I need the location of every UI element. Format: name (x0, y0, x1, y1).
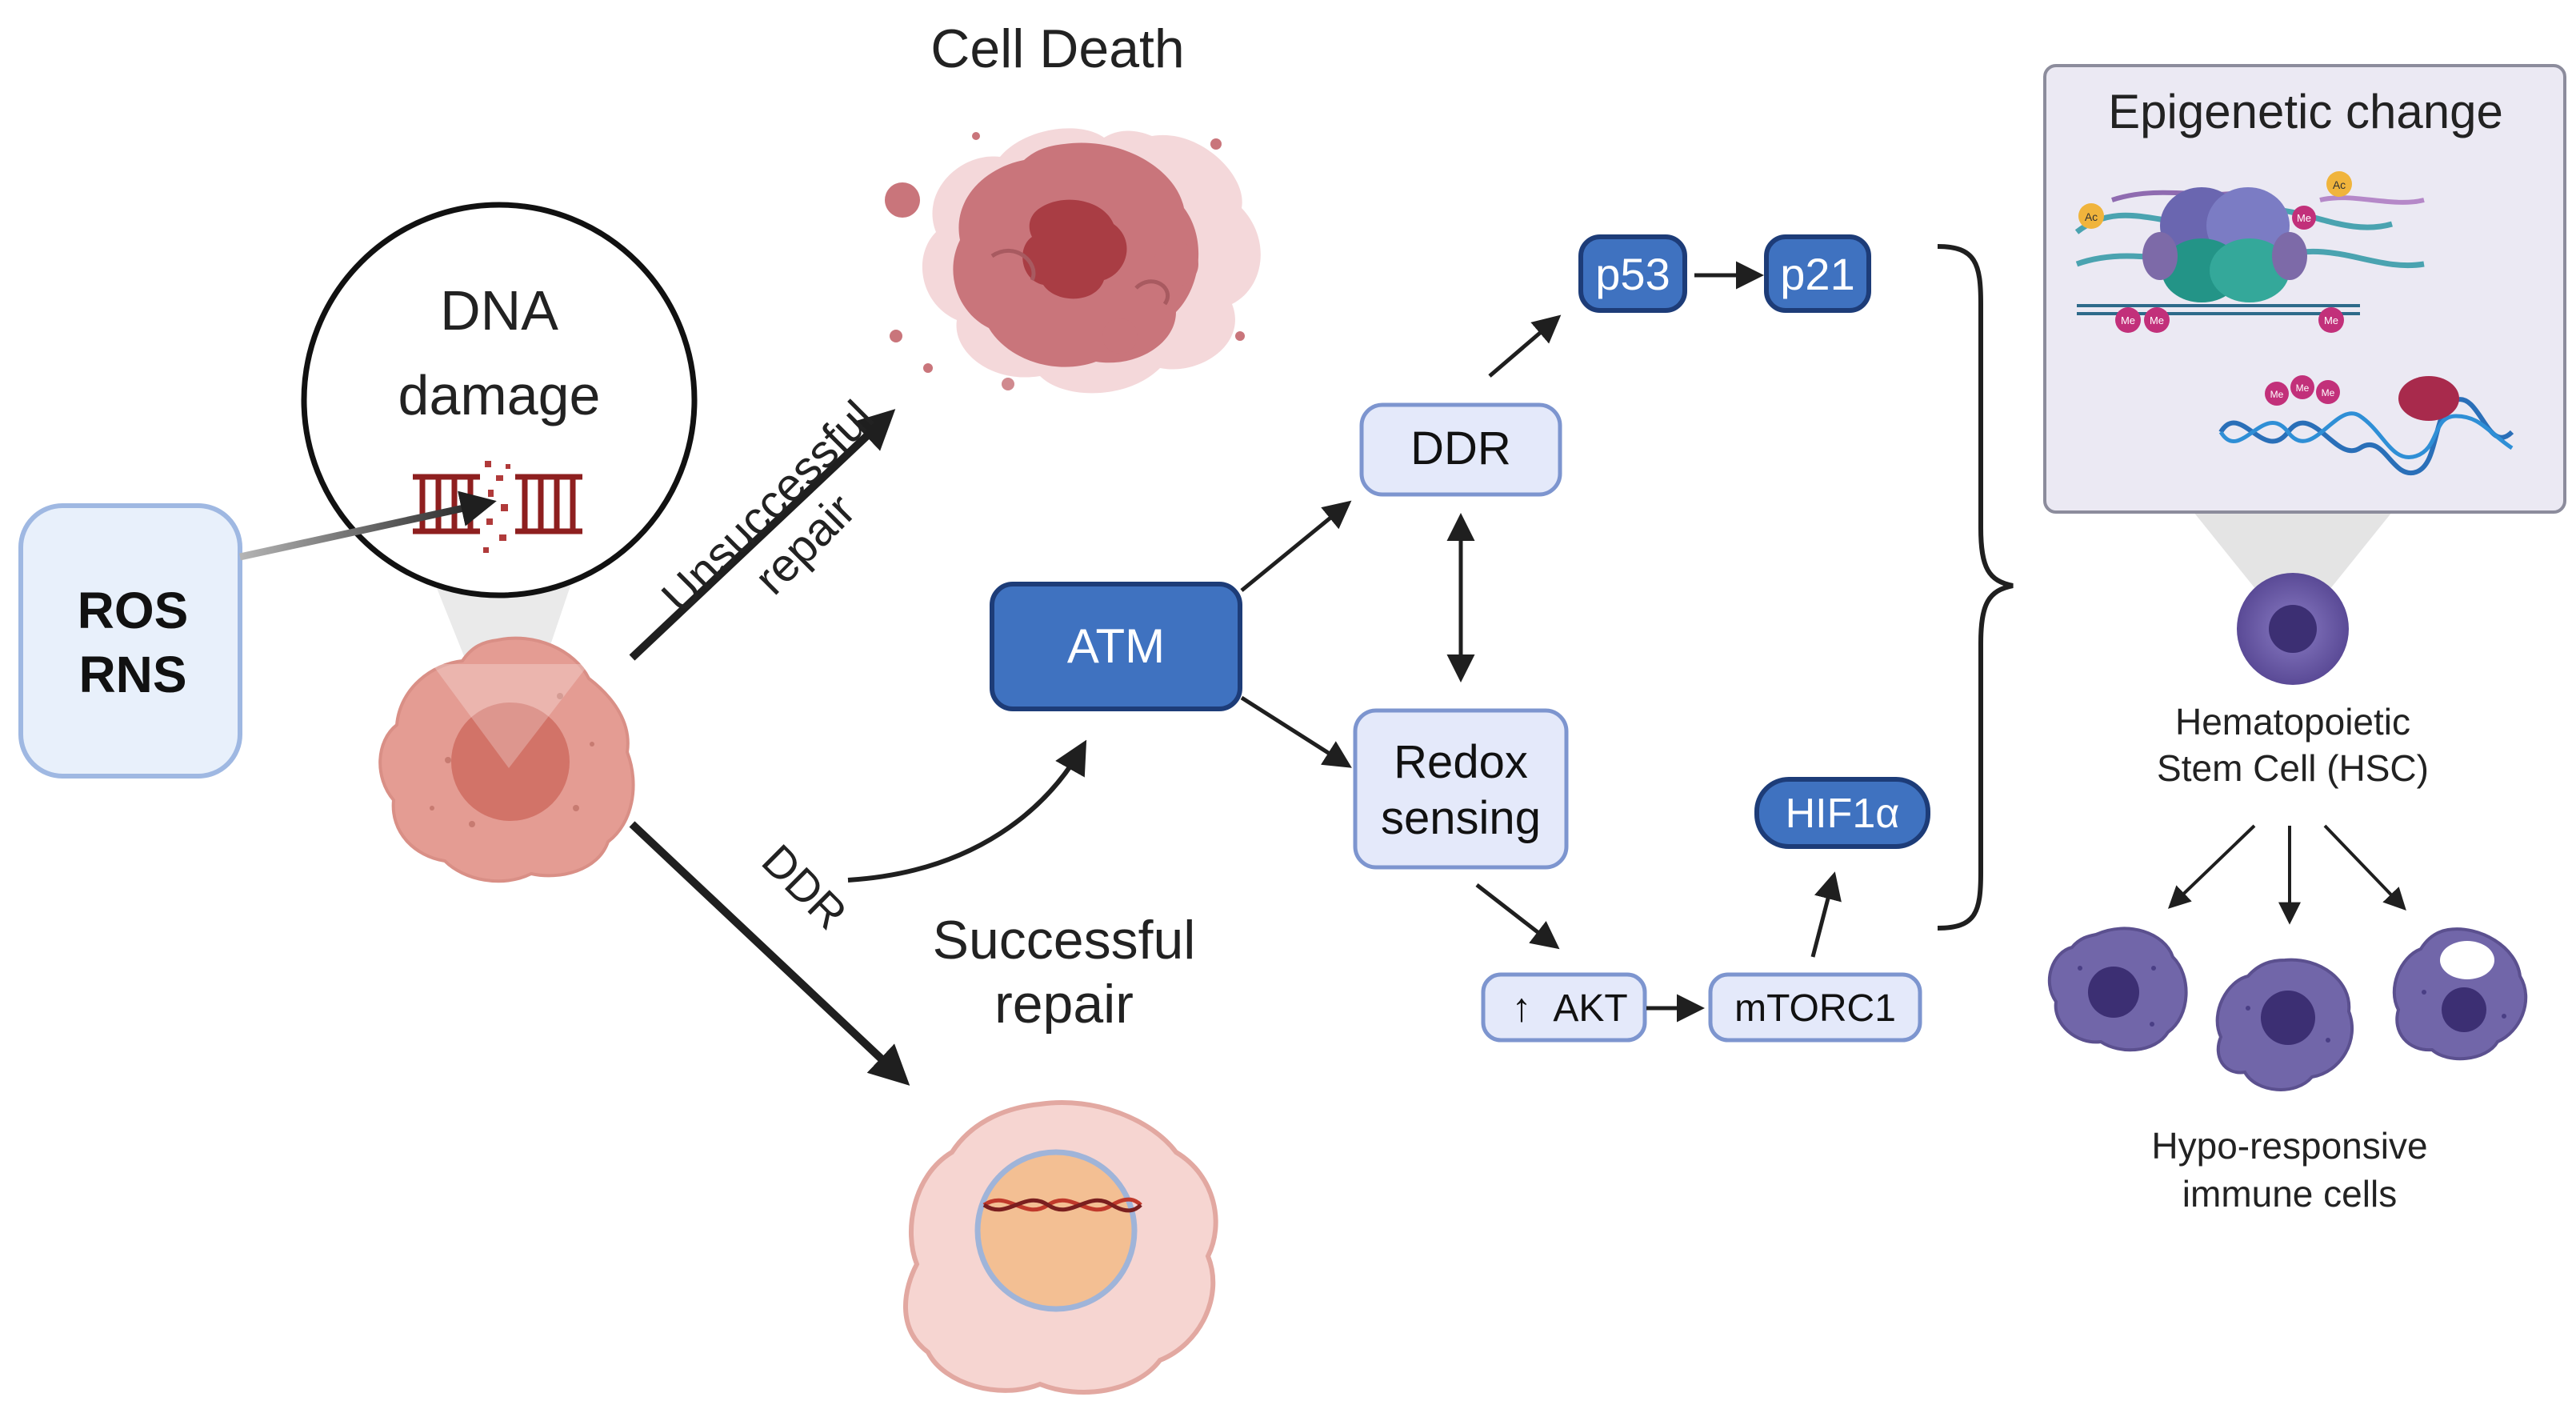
dna-label-line1: DNA (440, 279, 558, 342)
rns-label: RNS (78, 646, 186, 703)
hsc-label-line2: Stem Cell (HSC) (2157, 747, 2429, 789)
immune-cell-3 (2392, 927, 2528, 1061)
svg-text:Me: Me (2270, 389, 2284, 400)
akt-label: AKT (1553, 987, 1627, 1030)
svg-text:Ac: Ac (2333, 178, 2346, 191)
arrow-ddr-successful (629, 821, 910, 1086)
akt-node: ↑ AKT (1481, 972, 1647, 1043)
epigenetic-panel: Epigenetic change Ac Ac Me Me (2043, 64, 2566, 514)
dead-cell-icon (885, 128, 1261, 394)
arrow-to-atm (847, 739, 1087, 883)
healthy-cell-icon (903, 1100, 1218, 1395)
arrow-hsc-left (2167, 824, 2256, 909)
p21-node: p21 (1764, 234, 1871, 313)
epigenetic-title: Epigenetic change (2108, 85, 2503, 138)
arrow-redox-to-akt (1475, 883, 1560, 950)
redox-sensing-node: Redox sensing (1353, 708, 1569, 870)
nucleosome-icon (2074, 187, 2425, 315)
methyl-marks: Me Me Me Me (2115, 206, 2344, 333)
broken-dna-icon (413, 474, 582, 534)
ddr-node: DDR (1359, 402, 1562, 497)
svg-text:Me: Me (2297, 212, 2311, 224)
atm-node: ATM (990, 582, 1242, 711)
mtorc1-label: mTORC1 (1734, 987, 1896, 1030)
svg-text:Me: Me (2296, 382, 2310, 394)
svg-text:Me: Me (2324, 314, 2338, 326)
ros-label: ROS (78, 582, 189, 639)
hsc-cell-icon (2237, 573, 2349, 685)
p53-label: p53 (1595, 249, 1670, 299)
methylated-dna-icon: Me Me Me (2218, 375, 2514, 476)
arrow-atm-to-redox (1240, 695, 1352, 768)
mtorc1-node: mTORC1 (1708, 972, 1922, 1043)
redox-label-line1: Redox (1394, 736, 1528, 788)
arrow-hsc-right (2323, 824, 2406, 911)
arrow-ros-to-dna (239, 490, 497, 561)
svg-text:DDR: DDR (753, 835, 857, 939)
dna-label-line2: damage (398, 364, 601, 426)
acetyl-marks: Ac Ac (2078, 171, 2352, 229)
successful-repair-line1: Successful (933, 910, 1196, 971)
immune-cell-1 (2047, 927, 2188, 1052)
hypo-label-line2: immune cells (2182, 1173, 2397, 1215)
svg-text:Ac: Ac (2085, 210, 2098, 223)
successful-repair-line2: repair (994, 974, 1134, 1035)
arrow-unsuccessful-repair (629, 409, 896, 661)
ros-rns-box: ROS RNS (18, 503, 242, 779)
brace (1937, 244, 2014, 931)
damaged-cell-nucleus (451, 702, 570, 821)
damaged-cell (378, 636, 635, 883)
dna-damage-callout: DNA damage (301, 202, 698, 598)
hif1a-label: HIF1α (1786, 791, 1900, 837)
svg-text:Me: Me (2150, 314, 2164, 326)
p21-label: p21 (1780, 249, 1854, 299)
svg-text:Me: Me (2121, 314, 2135, 326)
arrow-mtorc1-to-hif1a (1810, 871, 1842, 958)
svg-text:Me: Me (2322, 387, 2335, 398)
p53-node: p53 (1578, 234, 1687, 313)
akt-up-arrow-icon: ↑ (1512, 985, 1532, 1030)
atm-label: ATM (1067, 619, 1165, 673)
ddr-label: DDR (1410, 422, 1511, 474)
immune-cell-2 (2215, 958, 2354, 1091)
hif1a-node: HIF1α (1754, 777, 1930, 849)
cell-death-label: Cell Death (930, 18, 1185, 79)
redox-label-line2: sensing (1381, 792, 1541, 844)
arrow-atm-to-ddr (1240, 500, 1352, 592)
hsc-label-line1: Hematopoietic (2175, 701, 2410, 743)
hypo-label-line1: Hypo-responsive (2151, 1125, 2427, 1167)
arrow-ddr-to-p53 (1488, 314, 1562, 378)
ddr-path-label: DDR (753, 835, 857, 939)
